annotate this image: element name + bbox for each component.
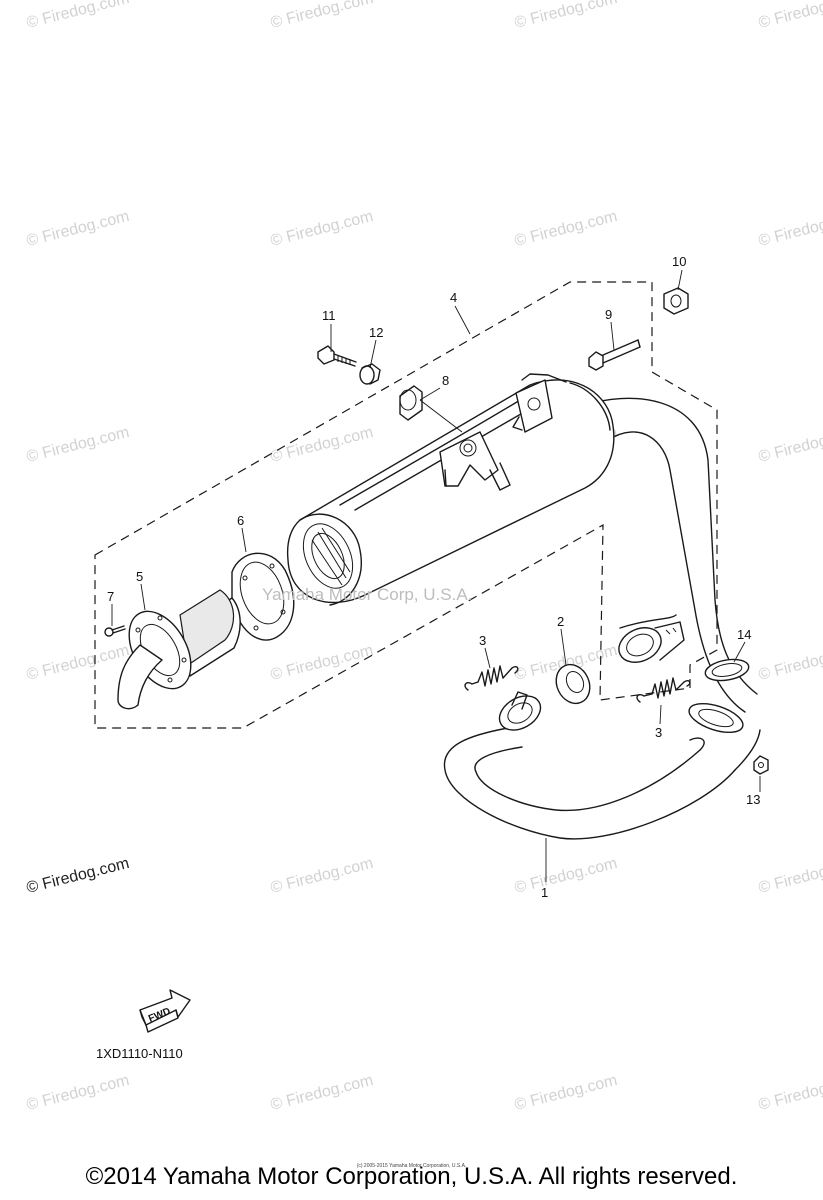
watermark: © Firedog.com	[757, 642, 823, 684]
callout-13: 13	[746, 792, 760, 807]
watermark: © Firedog.com	[513, 855, 619, 897]
callout-12: 12	[369, 325, 383, 340]
gasket-part-2	[555, 663, 591, 705]
gasket-part-6	[231, 552, 295, 641]
watermark: © Firedog.com	[757, 208, 823, 250]
callout-6: 6	[237, 513, 244, 528]
gasket-part-14	[704, 658, 750, 682]
callout-3-right: 3	[655, 725, 662, 740]
bolt-part-11	[317, 345, 357, 367]
callout-2: 2	[557, 614, 564, 629]
watermark: © Firedog.com	[269, 1072, 375, 1114]
callout-labels: 1 2 3 3 4 5 6 7 8 9 10 11 12 13 14	[107, 254, 760, 900]
exhaust-pipe	[443, 397, 761, 840]
watermark: © Firedog.com	[269, 208, 375, 250]
watermark: © Firedog.com	[513, 208, 619, 250]
spring-part-3	[464, 665, 519, 691]
watermark: © Firedog.com	[25, 855, 131, 897]
copyright-notice: ©2014 Yamaha Motor Corporation, U.S.A. A…	[85, 1163, 738, 1190]
center-watermark: Yamaha Motor Corp, U.S.A.	[262, 585, 473, 604]
watermark: © Firedog.com	[25, 642, 131, 684]
watermark: © Firedog.com	[25, 208, 131, 250]
watermark: © Firedog.com	[757, 0, 823, 32]
spring-part-3	[636, 677, 691, 703]
callout-1: 1	[541, 885, 548, 900]
watermark: © Firedog.com	[269, 424, 375, 466]
callout-10: 10	[672, 254, 686, 269]
watermark: © Firedog.com	[25, 424, 131, 466]
callout-4: 4	[450, 290, 457, 305]
collar-part-10	[663, 287, 689, 315]
collar-part-12	[359, 363, 381, 385]
watermark: © Firedog.com	[269, 855, 375, 897]
fwd-arrow-icon: FWD	[139, 989, 191, 1033]
watermark: © Firedog.com	[757, 424, 823, 466]
watermark: © Firedog.com	[513, 1072, 619, 1114]
screw-part-7	[104, 625, 126, 637]
callout-7: 7	[107, 589, 114, 604]
callout-5: 5	[136, 569, 143, 584]
callout-3-left: 3	[479, 633, 486, 648]
watermark: © Firedog.com	[25, 0, 131, 32]
watermark: © Firedog.com	[25, 1072, 131, 1114]
watermark: © Firedog.com	[757, 1072, 823, 1114]
muffler-body	[286, 373, 615, 606]
damper-part-8	[399, 385, 463, 433]
callout-14: 14	[737, 627, 751, 642]
leader-lines	[111, 269, 761, 882]
spark-arrester-part-5	[117, 589, 241, 710]
callout-8: 8	[442, 373, 449, 388]
callout-11: 11	[322, 308, 336, 323]
callout-9: 9	[605, 307, 612, 322]
bolt-part-9	[588, 339, 641, 371]
assembly-boundary	[94, 281, 718, 729]
watermark: © Firedog.com	[513, 0, 619, 32]
small-copyright: (c) 2005-2015 Yamaha Motor Corporation, …	[356, 1163, 467, 1169]
nut-part-13	[753, 755, 769, 775]
watermark: © Firedog.com	[269, 0, 375, 32]
diagram-code: 1XD1110-N110	[96, 1046, 183, 1061]
watermark: © Firedog.com	[757, 855, 823, 897]
